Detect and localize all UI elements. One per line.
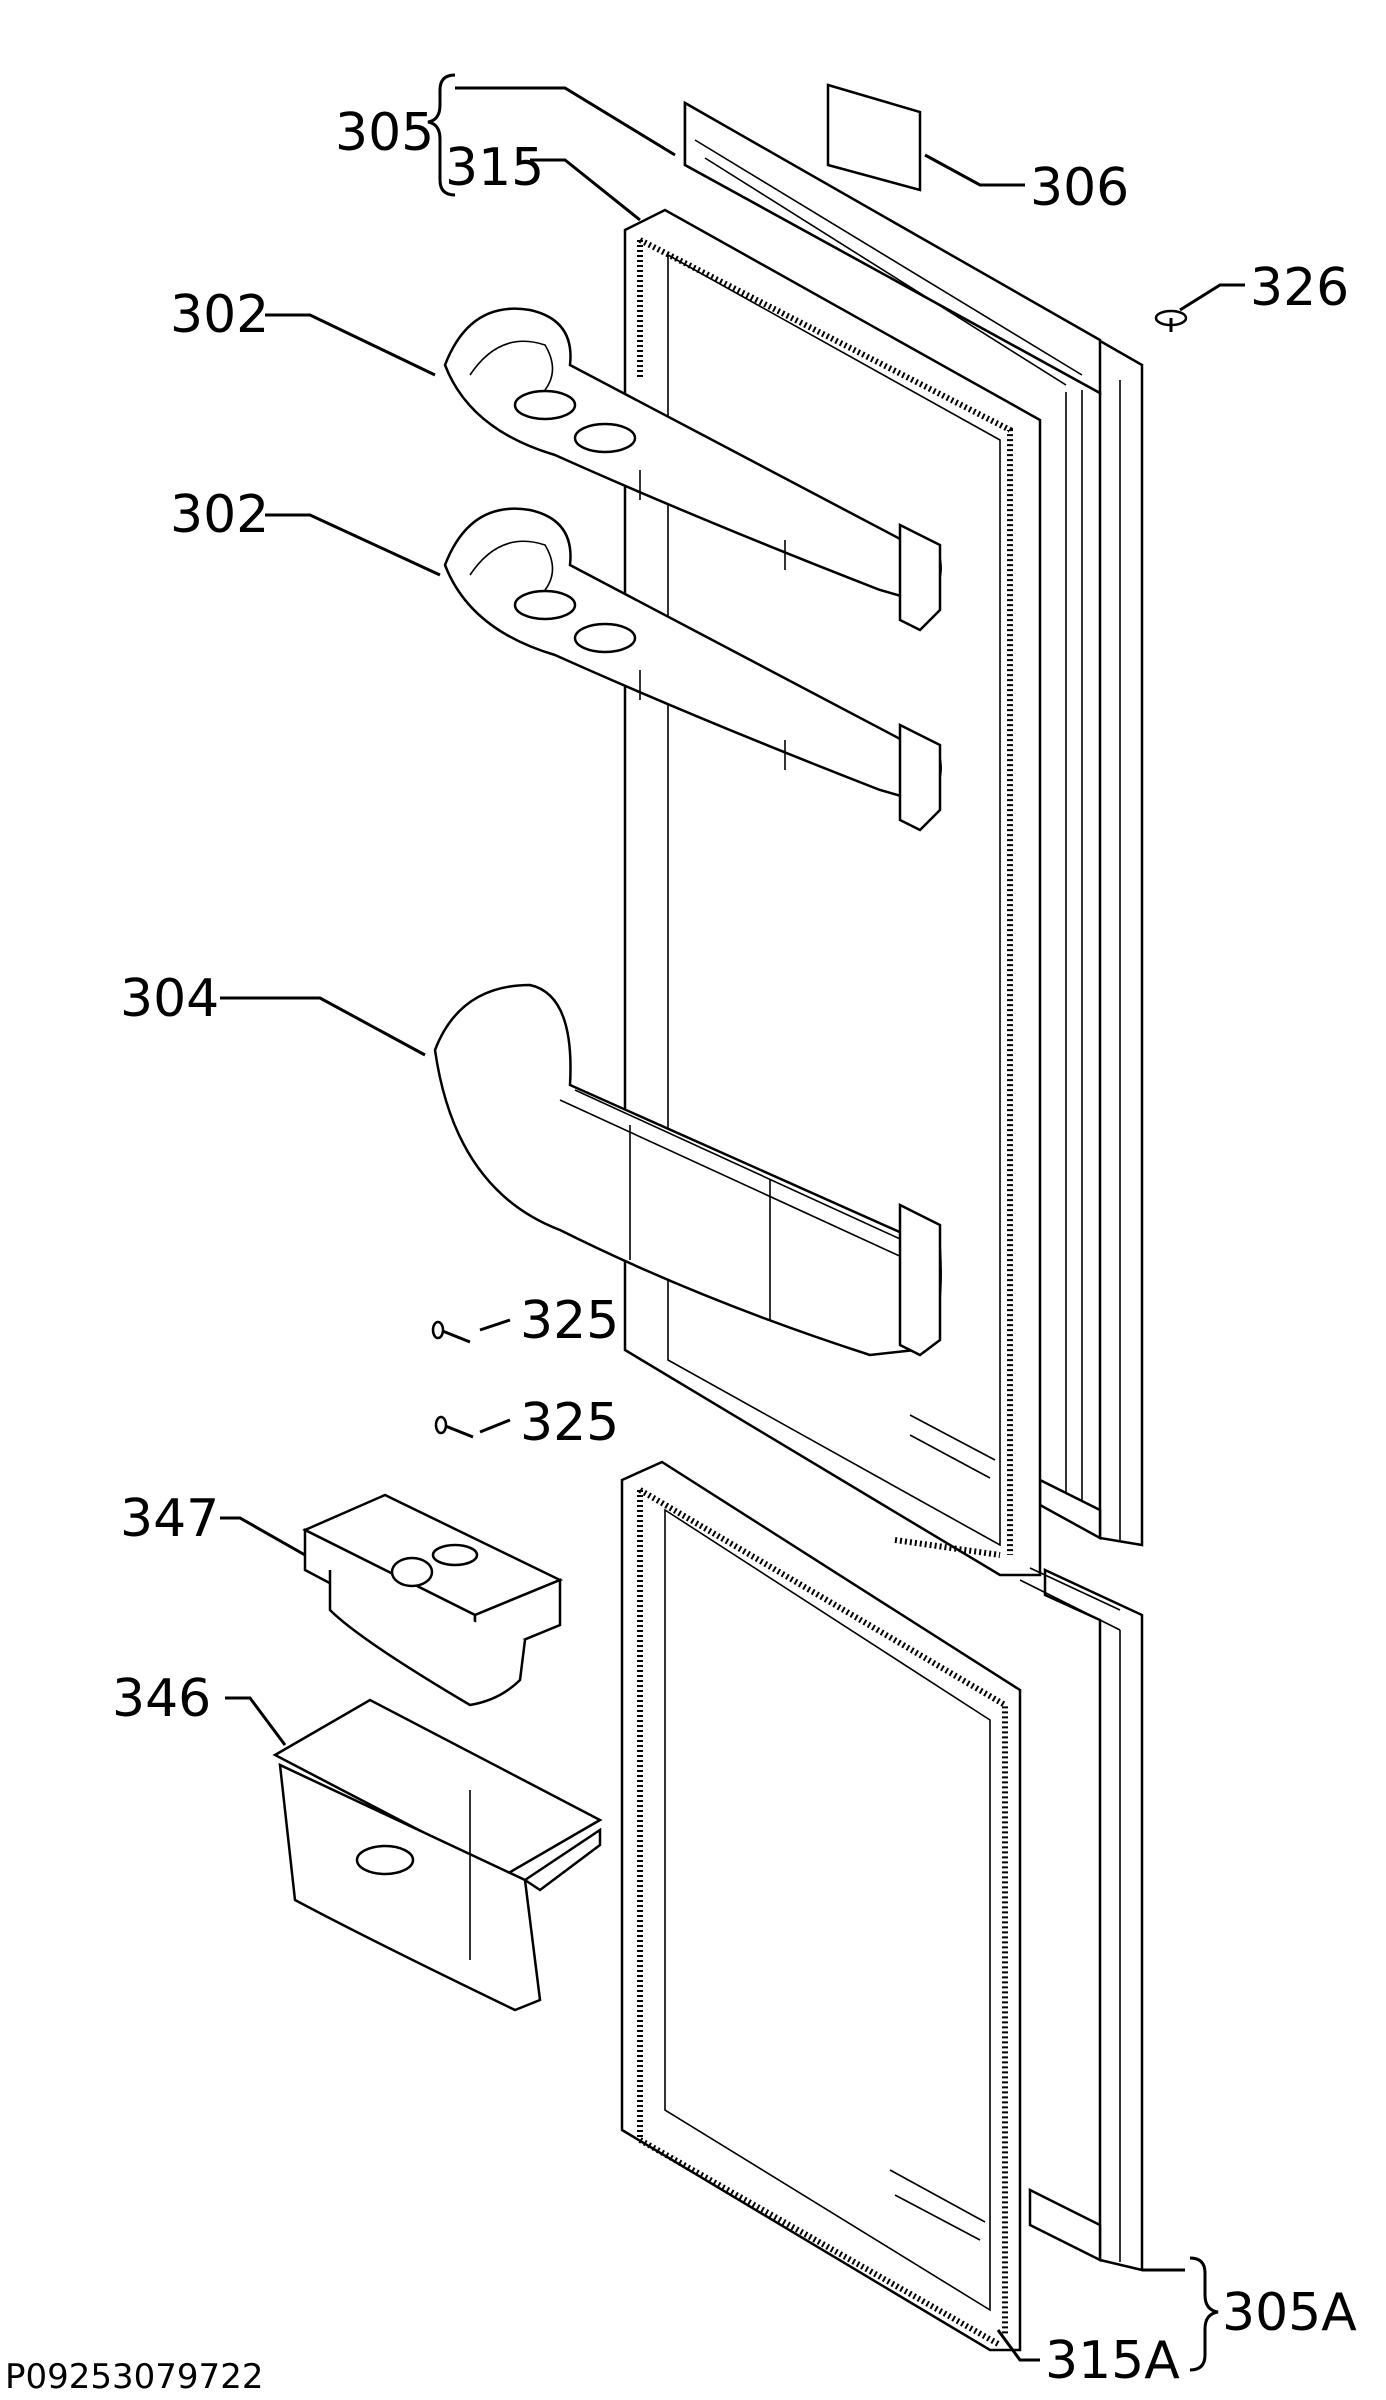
label-302-middle: 302 bbox=[170, 485, 269, 545]
butter-compartment-lid bbox=[302, 1493, 564, 1707]
lower-door-gasket bbox=[620, 1460, 1022, 2352]
screw-upper bbox=[431, 1320, 471, 1344]
door-shelf-upper bbox=[443, 307, 942, 632]
upper-door-gasket bbox=[623, 208, 1042, 1577]
label-304: 304 bbox=[120, 969, 219, 1029]
label-325-upper: 325 bbox=[520, 1291, 619, 1351]
label-302-upper: 302 bbox=[170, 285, 269, 345]
hinge-cover bbox=[1154, 309, 1188, 332]
label-plate bbox=[826, 83, 922, 192]
label-347: 347 bbox=[120, 1489, 219, 1549]
door-shelf-large bbox=[433, 983, 942, 1357]
label-315A: 315A bbox=[1045, 2331, 1180, 2391]
lower-door-panel bbox=[1019, 1567, 1144, 2272]
upper-door-panel bbox=[683, 100, 1144, 1547]
drawing-code: P09253079722 bbox=[5, 2357, 263, 2397]
label-346: 346 bbox=[112, 1669, 211, 1729]
bracket-305A-315A bbox=[1189, 2256, 1219, 2372]
door-shelf-middle bbox=[443, 507, 942, 832]
bracket-305-315 bbox=[427, 73, 456, 197]
label-305: 305 bbox=[335, 103, 434, 163]
label-315: 315 bbox=[445, 138, 544, 198]
label-326: 326 bbox=[1250, 258, 1349, 318]
leader-lines bbox=[220, 86, 1245, 2362]
screw-lower bbox=[434, 1415, 474, 1439]
label-306: 306 bbox=[1030, 158, 1129, 218]
label-305A: 305A bbox=[1222, 2283, 1357, 2343]
label-325-lower: 325 bbox=[520, 1393, 619, 1453]
dairy-box bbox=[272, 1698, 603, 2012]
